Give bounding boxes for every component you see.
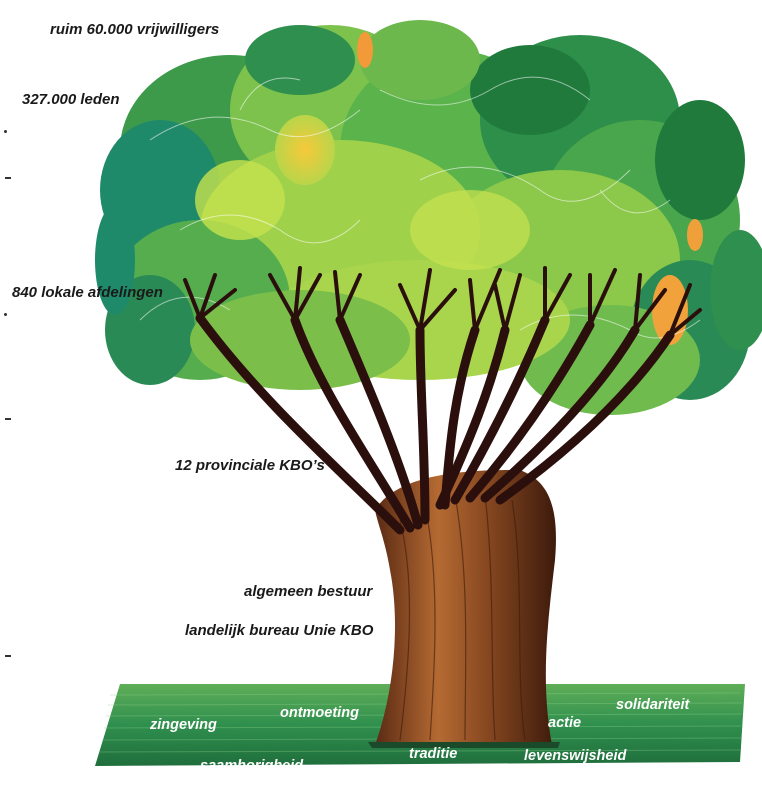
value-solidariteit: solidariteit: [616, 697, 689, 713]
label-volunteers: ruim 60.000 vrijwilligers: [50, 21, 219, 38]
margin-dot: [4, 313, 7, 316]
value-levenswijsheid: levenswijsheid: [524, 748, 626, 764]
value-actie: actie: [548, 715, 581, 731]
value-zingeving: zingeving: [150, 717, 217, 733]
label-members: 327.000 leden: [22, 91, 120, 108]
label-local-branches: 840 lokale afdelingen: [12, 284, 163, 301]
margin-dot: [4, 130, 7, 133]
value-saamhorigheid: saamhorigheid: [200, 758, 303, 774]
margin-tick: [5, 655, 11, 657]
label-board: algemeen bestuur: [244, 583, 372, 600]
margin-tick: [5, 418, 11, 420]
label-bureau: landelijk bureau Unie KBO: [185, 622, 373, 639]
tree-foliage: [95, 20, 762, 415]
value-traditie: traditie: [409, 746, 457, 762]
value-ontmoeting: ontmoeting: [280, 705, 359, 721]
label-provincial: 12 provinciale KBO’s: [175, 457, 325, 474]
margin-tick: [5, 177, 11, 179]
